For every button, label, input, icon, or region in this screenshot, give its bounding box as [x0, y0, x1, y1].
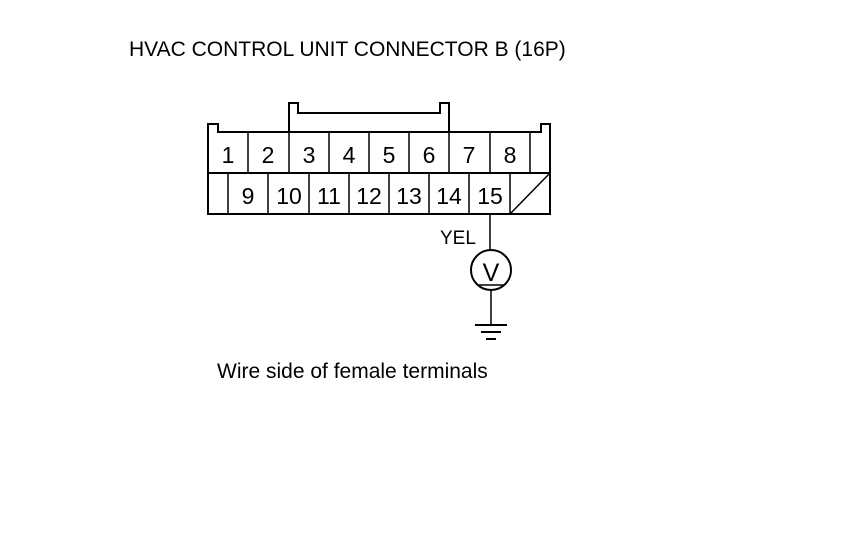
wire-color-label: YEL [440, 228, 476, 249]
pin-label: 7 [463, 142, 476, 168]
pin-label: 4 [343, 142, 356, 168]
voltmeter-symbol: V [483, 259, 500, 287]
top-row-dividers [247, 132, 531, 173]
pin-label: 2 [262, 142, 275, 168]
pin-label: 14 [436, 183, 462, 209]
diagram-title: HVAC CONTROL UNIT CONNECTOR B (16P) [129, 38, 566, 61]
pin-label: 15 [477, 183, 503, 209]
pin-label: 3 [303, 142, 316, 168]
connector-outline [207, 123, 551, 215]
diagram-caption: Wire side of female terminals [217, 360, 488, 383]
ground-icon [475, 324, 507, 340]
locking-tab [288, 102, 450, 132]
pin-label: 6 [423, 142, 436, 168]
pin-label: 10 [276, 183, 302, 209]
pin-label: 1 [222, 142, 235, 168]
pin-label: 13 [396, 183, 422, 209]
unused-cavity-mark [509, 172, 551, 215]
pin-label: 12 [356, 183, 382, 209]
bottom-row-dividers [227, 173, 511, 214]
pin-label: 5 [383, 142, 396, 168]
pin-label: 9 [242, 183, 255, 209]
pin-label: 8 [504, 142, 517, 168]
pin-label: 11 [317, 183, 341, 209]
